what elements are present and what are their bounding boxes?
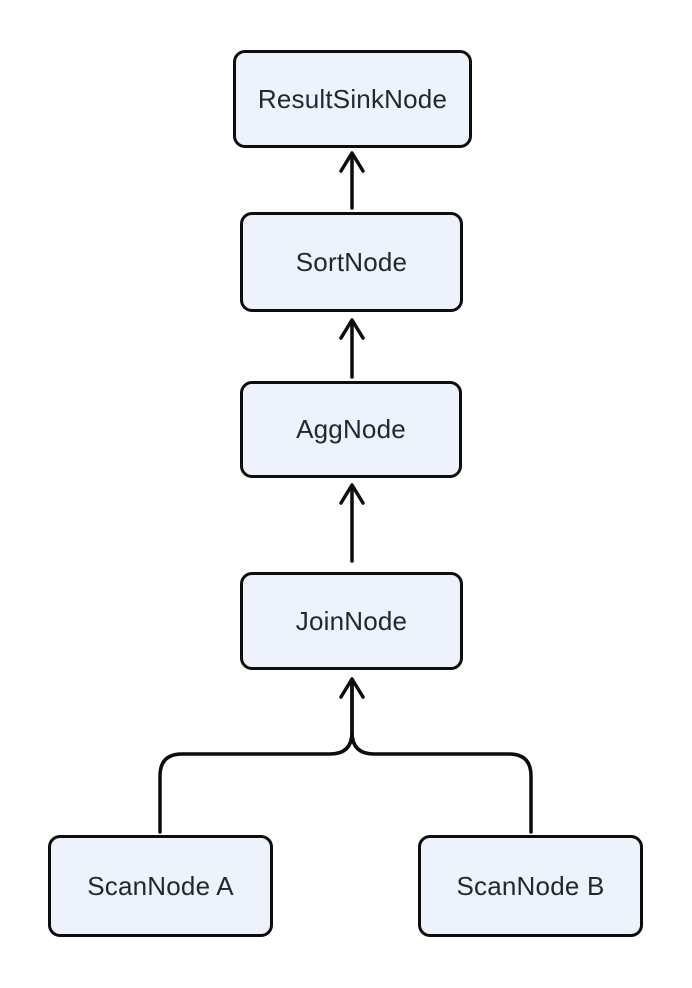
node-label: AggNode [296, 414, 406, 444]
edge-join-to-agg [339, 483, 365, 563]
node-label: ResultSinkNode [257, 83, 448, 114]
node-agg: AggNode [240, 381, 462, 478]
node-label: JoinNode [295, 605, 408, 636]
edge-scana-to-join [158, 678, 354, 834]
arrowhead-icon [339, 677, 365, 699]
node-sort: SortNode [240, 212, 463, 312]
node-result-sink: ResultSinkNode [233, 50, 472, 148]
edge-scanb-to-join [350, 678, 533, 834]
arrowhead-icon [339, 318, 365, 340]
node-label: ScanNode A [87, 870, 234, 901]
node-join: JoinNode [240, 572, 463, 670]
arrowhead-icon [339, 483, 365, 505]
arrowhead-icon [339, 151, 365, 173]
node-label: SortNode [295, 246, 408, 277]
node-scan-a: ScanNode A [48, 835, 273, 937]
node-label: ScanNode B [456, 870, 605, 901]
edge-sort-to-resultsink [339, 151, 365, 210]
node-scan-b: ScanNode B [418, 835, 643, 937]
edge-agg-to-sort [339, 318, 365, 379]
